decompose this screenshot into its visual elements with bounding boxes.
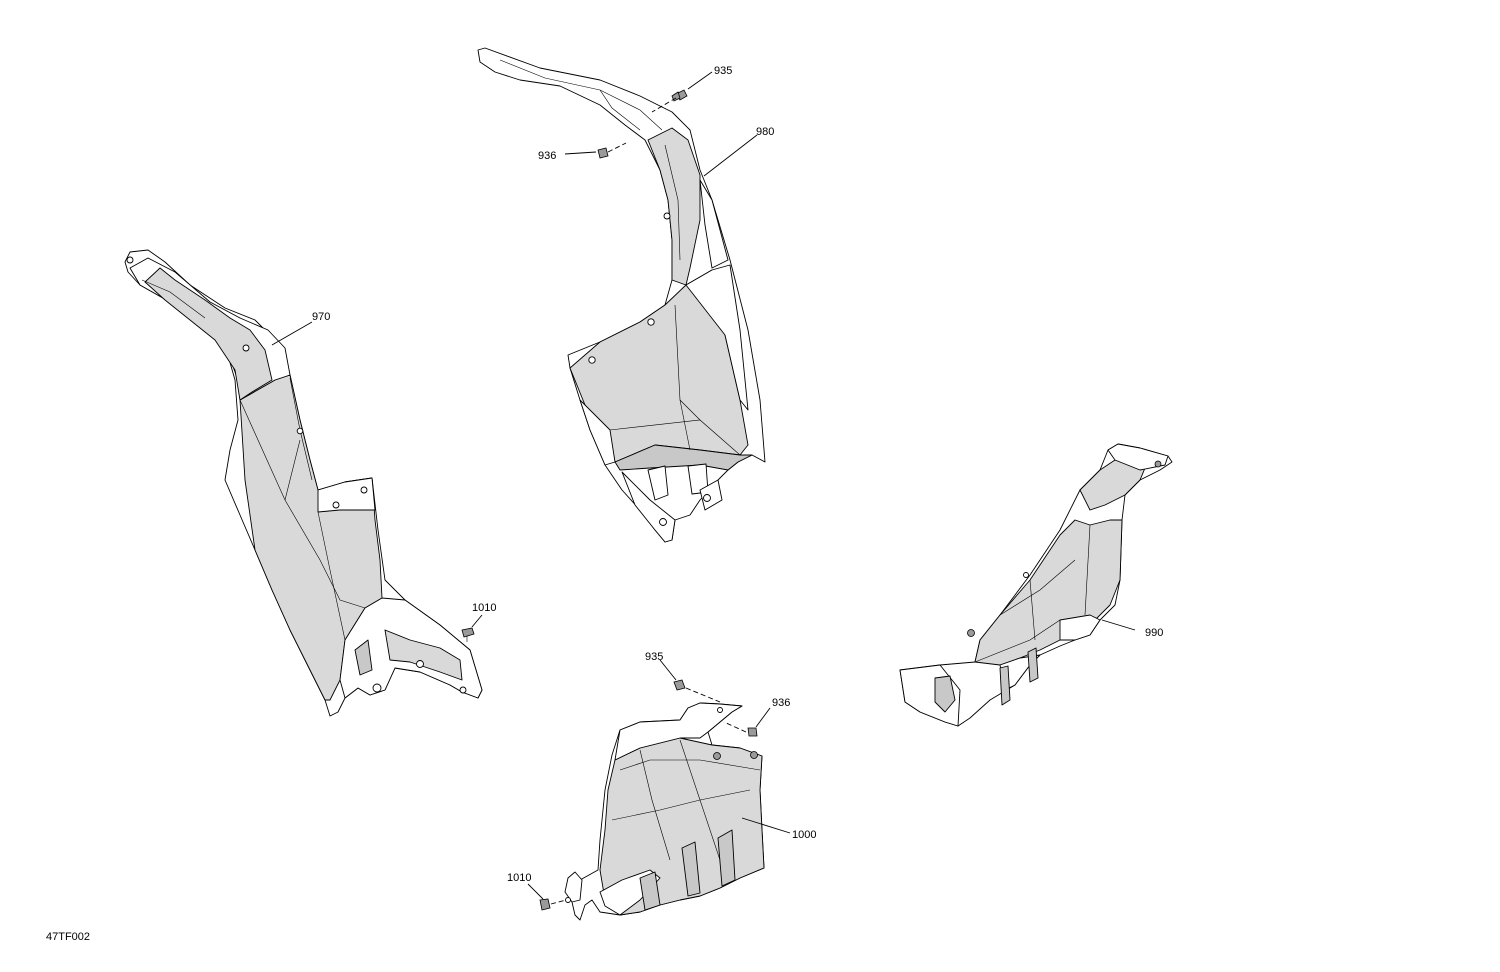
callout-990: 990 (1145, 627, 1163, 639)
callout-936-top: 936 (538, 150, 556, 162)
fastener-935-bottom (673, 679, 686, 691)
part-1000-panel (564, 702, 765, 921)
fastener-1010-bottom (539, 898, 551, 911)
callout-1000: 1000 (792, 829, 816, 841)
callout-980: 980 (756, 126, 774, 138)
callout-1010-left: 1010 (472, 602, 496, 614)
leader-lines (271, 71, 1136, 905)
callout-936-bottom: 936 (772, 697, 790, 709)
figure-id: 47TF002 (46, 931, 90, 943)
fastener-1010-left (461, 627, 475, 642)
part-980-panel (477, 47, 766, 543)
callout-935-top: 935 (714, 65, 732, 77)
callout-1010-bottom: 1010 (507, 872, 531, 884)
fastener-936-bottom (747, 727, 758, 737)
part-970-panel (124, 249, 483, 717)
callout-935-bottom: 935 (645, 651, 663, 663)
callout-970: 970 (312, 311, 330, 323)
fastener-936-top (597, 147, 609, 159)
part-990-panel (899, 443, 1173, 727)
